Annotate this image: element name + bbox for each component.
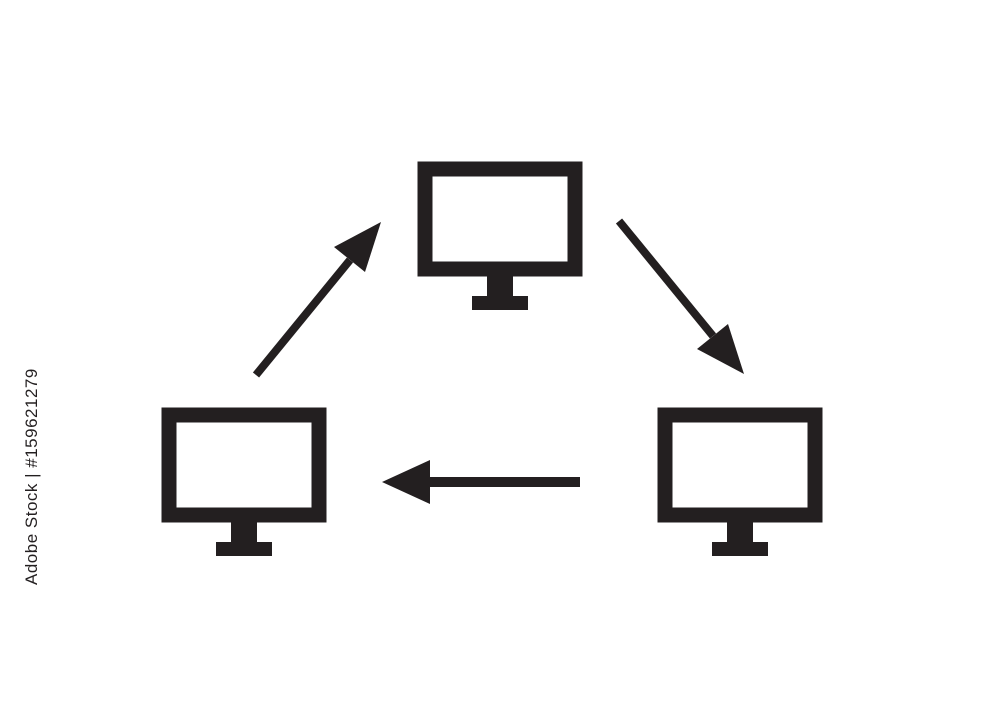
monitor-icon-left [161, 407, 327, 556]
monitor-neck [487, 276, 513, 296]
arrow-icon-right-to-left [382, 460, 580, 504]
arrow-icon-top-to-right [615, 218, 744, 374]
monitor-base [472, 296, 528, 310]
monitor-neck [231, 522, 257, 542]
monitor-screen [161, 407, 327, 523]
monitor-screen [657, 407, 823, 523]
arrow-icon-left-to-top [252, 222, 381, 378]
monitor-icon-top [417, 161, 583, 310]
monitor-icon-right [657, 407, 823, 556]
monitor-screen [417, 161, 583, 277]
stock-id-label: Adobe Stock | #159621279 [22, 368, 41, 585]
monitor-neck [727, 522, 753, 542]
monitor-base [712, 542, 768, 556]
monitor-base [216, 542, 272, 556]
